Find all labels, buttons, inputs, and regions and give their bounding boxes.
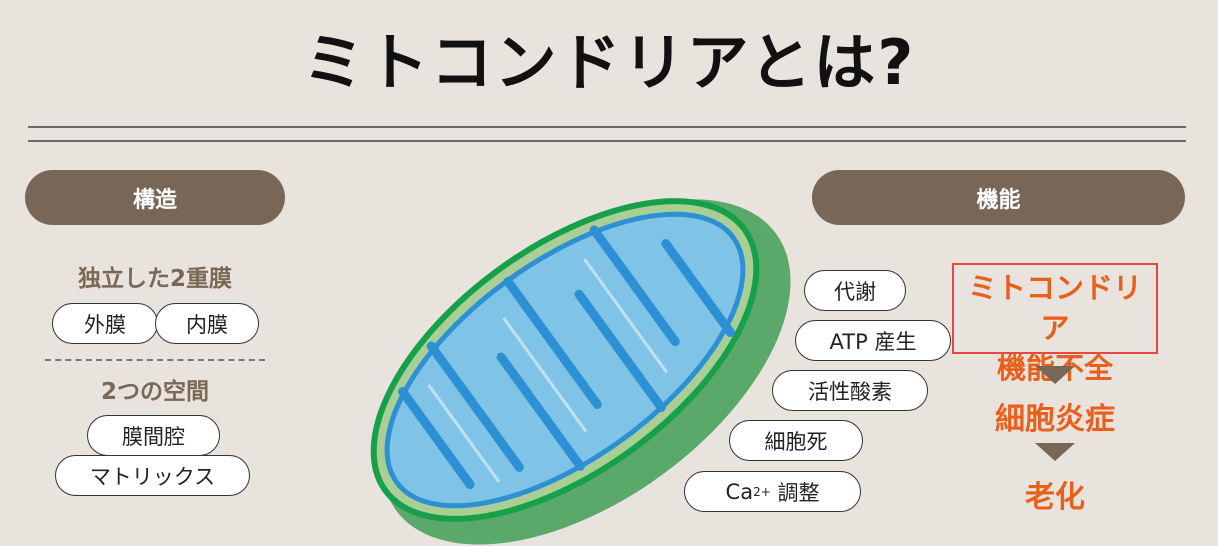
divider-bottom — [28, 140, 1186, 142]
cell-death-pill: 細胞死 — [729, 420, 863, 461]
regulation-label: 調整 — [770, 480, 820, 505]
reactive-oxygen-pill: 活性酸素 — [772, 370, 928, 411]
double-membrane-label: 独立した2重膜 — [77, 266, 232, 292]
structure-header: 構造 — [25, 170, 285, 225]
dysfunction-box: ミトコンドリア 機能不全 — [952, 263, 1158, 385]
function-header: 機能 — [812, 170, 1185, 225]
divider-top — [28, 126, 1186, 128]
matrix-pill: マトリックス — [55, 455, 250, 496]
dashed-divider — [45, 359, 265, 361]
atp-production-pill: ATP 産生 — [795, 320, 951, 361]
inner-membrane-pill: 内膜 — [155, 303, 259, 344]
cristae — [398, 225, 735, 490]
calcium-symbol: Ca — [725, 479, 754, 504]
outer-membrane-pill: 外膜 — [52, 303, 158, 344]
dysfunction-line-1: ミトコンドリア — [967, 271, 1142, 345]
cell-inflammation-label: 細胞炎症 — [995, 402, 1115, 437]
mitochondrion-illustration — [370, 198, 791, 545]
arrow-down-icon — [1035, 443, 1075, 461]
spaces-label: 2つの空間 — [100, 379, 209, 405]
cristae-highlights — [427, 258, 669, 483]
page-title: ミトコンドリアとは? — [302, 26, 916, 99]
aging-label: 老化 — [1025, 480, 1085, 515]
calcium-charge: 2+ — [753, 484, 771, 499]
intermembrane-space-pill: 膜間腔 — [87, 415, 220, 456]
metabolism-pill: 代謝 — [804, 270, 906, 311]
arrow-down-icon — [1035, 366, 1075, 384]
